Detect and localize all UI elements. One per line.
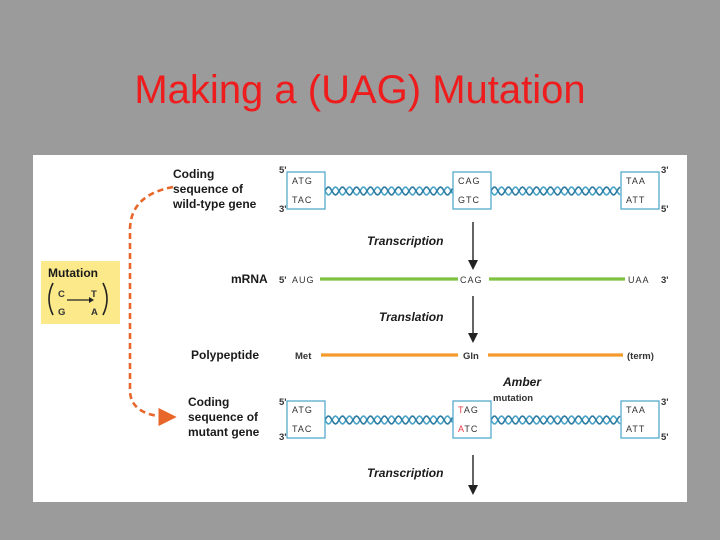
wild-bottom-5prime: 5' (661, 204, 669, 215)
mrna-codon-1: AUG (292, 275, 315, 285)
mutation-arrowhead (89, 297, 94, 303)
wild-codon-box-2 (452, 171, 492, 210)
left-paren (48, 282, 54, 316)
mrna-codon-2: CAG (460, 275, 483, 285)
mutant-label-line2: sequence of (188, 410, 259, 424)
mrna-5prime: 5' (279, 275, 287, 286)
slide-title: Making a (UAG) Mutation (134, 68, 586, 112)
mutant-top-5prime: 5' (279, 397, 287, 408)
mrna-codon-3: UAA (628, 275, 650, 285)
mutated-base-bottom: A (458, 424, 464, 434)
mrna-row: mRNA 5' AUG CAG UAA 3' (231, 272, 669, 286)
wild-codon-box-1 (286, 171, 326, 210)
wild-top-3prime: 3' (661, 165, 669, 176)
transcription-arrowhead-2 (468, 485, 478, 495)
mrna-label: mRNA (231, 272, 268, 286)
mutant-codon-2-top-rest: AG (464, 405, 479, 415)
mutant-codon-3-top: TAA (626, 405, 646, 415)
mutation-top-from: C (58, 289, 65, 300)
mutant-codon-1-bottom: TAC (292, 424, 312, 434)
wild-type-dna: 5' 3' 3' 5' ATG TAC CAG GTC TAA ATT (279, 165, 669, 215)
transcription-arrowhead-1 (468, 260, 478, 270)
mutated-base-top: T (458, 405, 464, 415)
polypeptide-label: Polypeptide (191, 348, 259, 362)
aminoacid-3: (term) (627, 351, 654, 362)
mutation-dashed-arrow (128, 185, 177, 427)
mutant-bottom-3prime: 3' (279, 432, 287, 443)
wild-codon-2-top: CAG (458, 176, 481, 186)
wild-codon-1-bottom: TAC (292, 195, 312, 205)
mutation-box: Mutation C T G A (41, 261, 120, 324)
wild-label-line2: sequence of (173, 182, 244, 196)
mutant-label: Coding sequence of mutant gene (188, 395, 260, 439)
mutant-codon-box-3 (620, 400, 660, 439)
wild-helix-strand-b (324, 186, 621, 196)
wild-label-line3: wild-type gene (172, 197, 257, 211)
amber-label-line1: Amber (502, 375, 542, 389)
mutant-codon-1-top: ATG (292, 405, 313, 415)
mrna-3prime: 3' (661, 275, 669, 286)
aminoacid-1: Met (295, 351, 312, 362)
mutant-bottom-5prime: 5' (661, 432, 669, 443)
transcription-label-2: Transcription (367, 466, 443, 480)
mutation-diagram: Mutation C T G A Coding sequence of wild… (33, 155, 687, 502)
polypeptide-row: Polypeptide Met Gln (term) (191, 348, 654, 362)
mutation-title: Mutation (48, 266, 98, 280)
wild-codon-2-bottom: GTC (458, 195, 480, 205)
translation-label: Translation (379, 310, 443, 324)
wild-type-label: Coding sequence of wild-type gene (172, 167, 257, 211)
translation-arrowhead (468, 333, 478, 343)
mutant-codon-2-top: TAG (458, 405, 479, 415)
wild-label-line1: Coding (173, 167, 214, 181)
mutation-top-to: T (91, 289, 97, 300)
wild-top-5prime: 5' (279, 165, 287, 176)
mutant-codon-box-1 (286, 400, 326, 439)
amber-label-line2: mutation (493, 393, 533, 404)
mutant-codon-2-bottom: ATC (458, 424, 478, 434)
mutation-bottom-to: A (91, 307, 98, 318)
wild-codon-1-top: ATG (292, 176, 313, 186)
mutation-bottom-from: G (58, 307, 65, 318)
mutant-label-line1: Coding (188, 395, 229, 409)
mutant-label-line3: mutant gene (188, 425, 260, 439)
aminoacid-2: Gln (463, 351, 479, 362)
wild-codon-3-bottom: ATT (626, 195, 645, 205)
wild-codon-3-top: TAA (626, 176, 646, 186)
right-paren (102, 282, 108, 316)
transcription-label-1: Transcription (367, 234, 443, 248)
mutant-dna: 5' 3' 3' 5' ATG TAC TAG ATC TAA ATT (279, 397, 669, 443)
mutant-top-3prime: 3' (661, 397, 669, 408)
mutant-codon-3-bottom: ATT (626, 424, 645, 434)
mutant-helix-strand-b (324, 415, 621, 425)
wild-codon-box-3 (620, 171, 660, 210)
wild-bottom-3prime: 3' (279, 204, 287, 215)
mutant-codon-2-bottom-rest: TC (464, 424, 478, 434)
mutant-codon-box-2 (452, 400, 492, 439)
